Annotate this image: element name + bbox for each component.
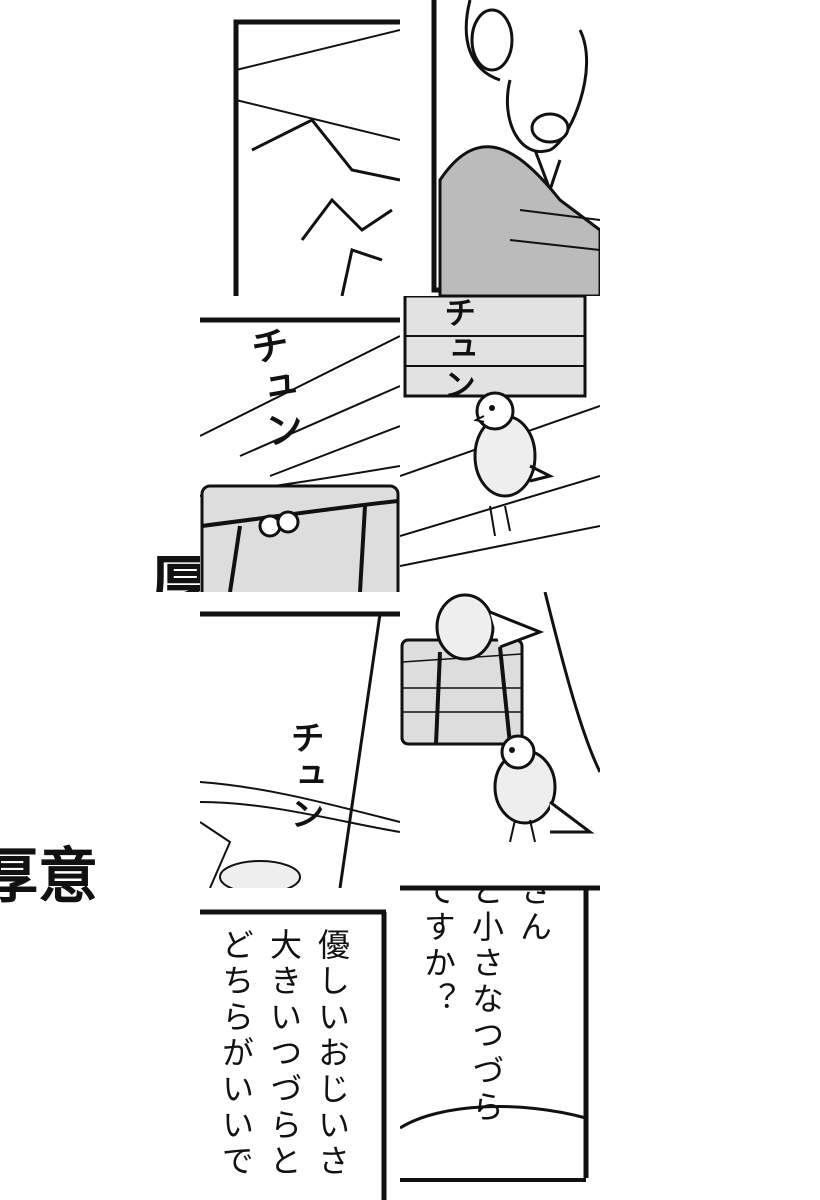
speech-left-line-2: 大きいつづらと xyxy=(265,928,303,1180)
speech-left-line-3: どちらがいいで xyxy=(217,928,255,1180)
panel-top-right xyxy=(400,0,600,296)
fragment-text-bottom: 厚意 xyxy=(0,842,98,912)
sfx-chun-2: チュン xyxy=(439,296,477,404)
speech-left-line-1: 優しいおじいさ xyxy=(313,928,351,1180)
speech-right-line-2: と小さなつづら xyxy=(467,888,505,1126)
speech-panel-left: 優しいおじいさ 大きいつづらと どちらがいいで xyxy=(200,888,400,1200)
panel-middle-left: チュン xyxy=(200,296,400,592)
speech-right-line-3: ですか？ xyxy=(419,888,457,1018)
sfx-chun-3: チュン xyxy=(284,720,324,834)
speech-right-line-1: さん xyxy=(515,888,553,946)
panel-top-left xyxy=(232,0,400,296)
panel-bottom-right xyxy=(400,592,600,888)
speech-panel-right: さん と小さなつづら ですか？ xyxy=(400,888,600,1200)
panel-middle-right: チュン xyxy=(400,296,600,592)
panel-bottom-left: チュン xyxy=(200,592,400,888)
